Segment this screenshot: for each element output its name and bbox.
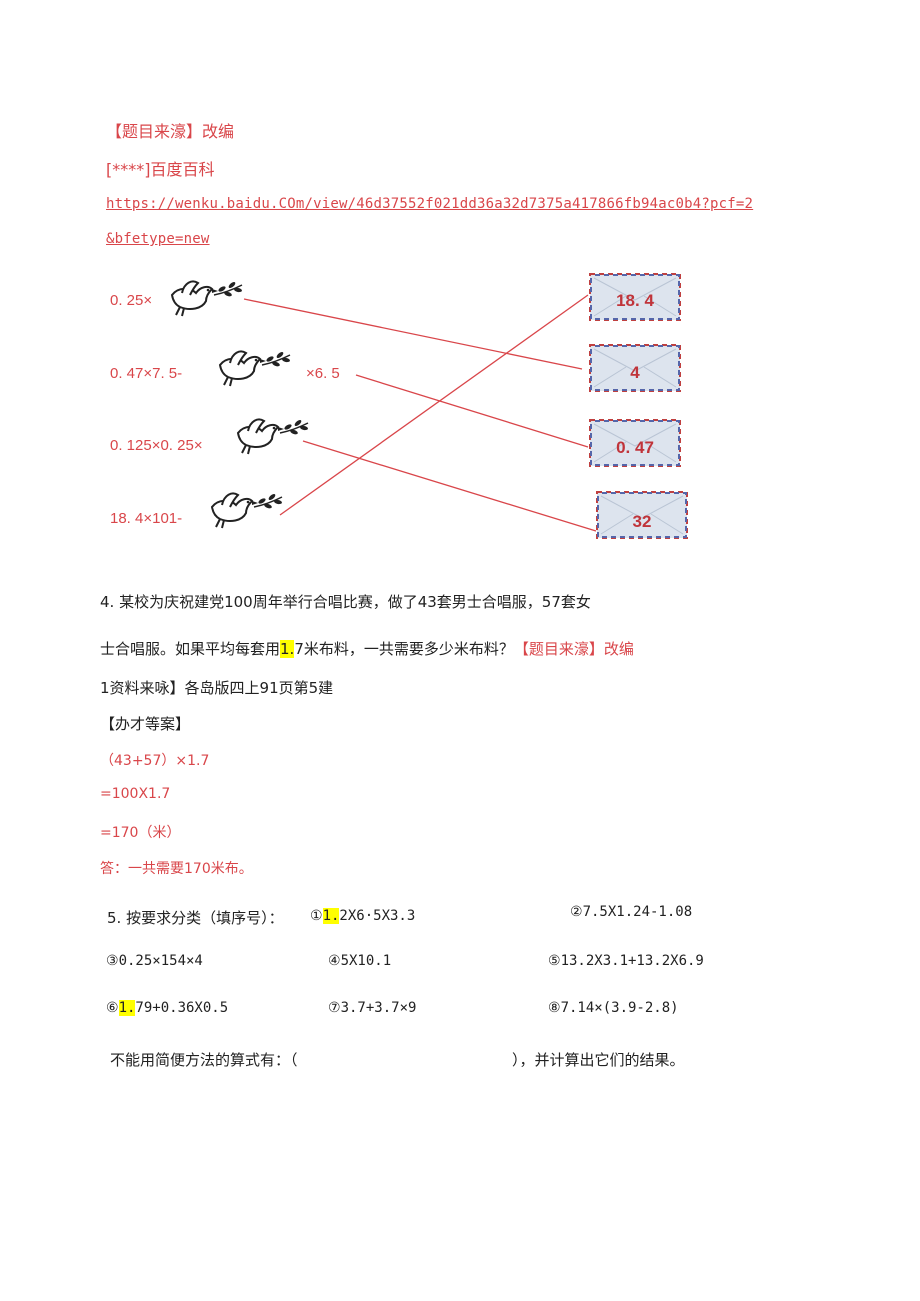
matching-figure: 0. 25× 0. 47×7. 5- ×6. 5 0. 125×0. 25× 1… <box>110 273 688 539</box>
right-value-2: 4 <box>630 363 640 382</box>
reference-value: 百度百科 <box>150 160 215 179</box>
item-expression: 7.5X1.24-1.08 <box>582 904 693 920</box>
item-highlight: 1. <box>118 1000 136 1016</box>
source-value: 改编 <box>202 122 235 141</box>
item-expression: 0.25×154×4 <box>118 953 203 969</box>
item-number: ⑧ <box>548 1000 561 1016</box>
right-value-3: 0. 47 <box>616 438 654 457</box>
match-line <box>355 374 589 448</box>
item-expression: 2X6·5X3.3 <box>339 908 416 924</box>
item-expression: 3.7+3.7×9 <box>340 1000 417 1016</box>
left-expr-2b: ×6. 5 <box>306 365 340 382</box>
dove-icon <box>219 349 292 387</box>
q4-source-value: 改编 <box>603 640 634 658</box>
match-line <box>243 298 583 370</box>
q5-blank-prefix: 不能用简便方法的算式有：（ <box>110 1051 298 1069</box>
match-line <box>279 294 589 516</box>
source-line: 【题目来濠】改编 <box>106 118 234 142</box>
q4-step-3: =170（米） <box>100 825 181 841</box>
q5-item-4: ④5X10.1 <box>328 953 391 969</box>
q4-text-b: 7米布料，一共需要多少米布料？ <box>294 640 514 658</box>
q4-answer-label: 【办才等案】 <box>100 715 191 733</box>
q5-item-6: ⑥1.79+0.36X0.5 <box>106 1000 228 1016</box>
source-url-line2[interactable]: &bfetype=new <box>106 231 210 247</box>
q4-line2: 士合唱服。如果平均每套用1.7米布料，一共需要多少米布料？【题目来濠】改编 <box>100 638 634 659</box>
item-number: ⑥ <box>106 1000 119 1016</box>
q4-source-line: 1资料来咏】各岛版四上91页第5建 <box>100 679 334 697</box>
q5-item-8: ⑧7.14×(3.9-2.8) <box>548 1000 679 1016</box>
left-expr-4: 18. 4×101- <box>110 510 182 527</box>
q5-item-7: ⑦3.7+3.7×9 <box>328 1000 416 1016</box>
item-highlight: 1. <box>322 908 340 924</box>
q5-prompt: 5. 按要求分类（填序号）： <box>107 909 284 927</box>
item-number: ① <box>310 908 323 924</box>
q4-highlight: 1. <box>280 640 295 658</box>
q5-answer-blank[interactable] <box>333 1044 511 1070</box>
q4-step-2: =100X1.7 <box>100 786 171 802</box>
item-expression: 13.2X3.1+13.2X6.9 <box>560 953 704 969</box>
left-expr-1: 0. 25× <box>110 292 152 309</box>
q5-blank-suffix: ），并计算出它们的结果。 <box>512 1051 685 1069</box>
q5-item-5: ⑤13.2X3.1+13.2X6.9 <box>548 953 704 969</box>
dove-icon <box>237 417 310 455</box>
source-url-line1[interactable]: https://wenku.baidu.COm/view/46d37552f02… <box>106 196 754 212</box>
reference-label: [****] <box>106 160 151 179</box>
item-number: ④ <box>328 953 341 969</box>
dove-icon <box>211 491 284 529</box>
q4-step-1: （43+57）×1.7 <box>100 753 210 769</box>
right-value-4: 32 <box>633 512 652 531</box>
right-value-1: 18. 4 <box>616 291 654 310</box>
q4-source-label: 【题目来濠】 <box>513 640 604 658</box>
item-expression: 79+0.36X0.5 <box>135 1000 229 1016</box>
q5-item-2: ②7.5X1.24-1.08 <box>570 904 692 920</box>
item-expression: 5X10.1 <box>340 953 392 969</box>
match-line <box>302 440 597 532</box>
q4-line1: 4. 某校为庆祝建党100周年举行合唱比赛，做了43套男士合唱服，57套女 <box>100 593 591 611</box>
left-expr-3: 0. 125×0. 25× <box>110 437 203 454</box>
q4-text-a: 士合唱服。如果平均每套用 <box>100 640 281 658</box>
q5-item-3: ③0.25×154×4 <box>106 953 203 969</box>
left-expr-2: 0. 47×7. 5- <box>110 365 182 382</box>
q4-final-answer: 答：一共需要170米布。 <box>100 861 253 877</box>
q5-item-1: ①1.2X6·5X3.3 <box>310 908 415 924</box>
item-number: ⑦ <box>328 1000 341 1016</box>
source-label: 【题目来濠】 <box>106 122 203 141</box>
reference-line: [****]百度百科 <box>106 156 215 180</box>
item-expression: 7.14×(3.9-2.8) <box>560 1000 679 1016</box>
item-number: ⑤ <box>548 953 561 969</box>
item-number: ② <box>570 904 583 920</box>
item-number: ③ <box>106 953 119 969</box>
dove-icon <box>171 279 244 317</box>
